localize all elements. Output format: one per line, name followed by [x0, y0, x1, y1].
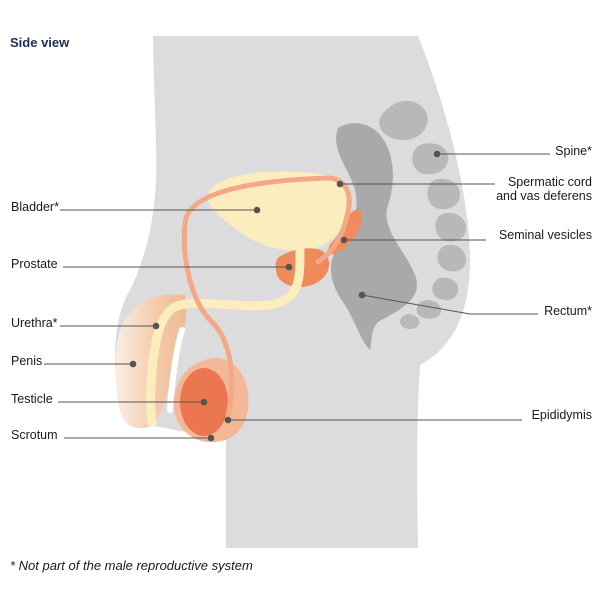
label-penis: Penis [11, 354, 42, 368]
label-rectum: Rectum* [544, 304, 592, 318]
label-scrotum: Scrotum [11, 428, 58, 442]
diagram-title: Side view [10, 35, 69, 50]
label-spermatic-line1: Spermatic cord [496, 175, 592, 189]
label-spermatic-cord: Spermatic cord and vas deferens [496, 175, 592, 203]
footnote: * Not part of the male reproductive syst… [10, 558, 253, 573]
label-spine: Spine* [555, 144, 592, 158]
label-epididymis: Epididymis [532, 408, 592, 422]
label-spermatic-line2: and vas deferens [496, 189, 592, 203]
label-prostate: Prostate [11, 257, 58, 271]
label-testicle: Testicle [11, 392, 53, 406]
label-urethra: Urethra* [11, 316, 58, 330]
label-bladder: Bladder* [11, 200, 59, 214]
label-seminal-vesicles: Seminal vesicles [499, 228, 592, 242]
